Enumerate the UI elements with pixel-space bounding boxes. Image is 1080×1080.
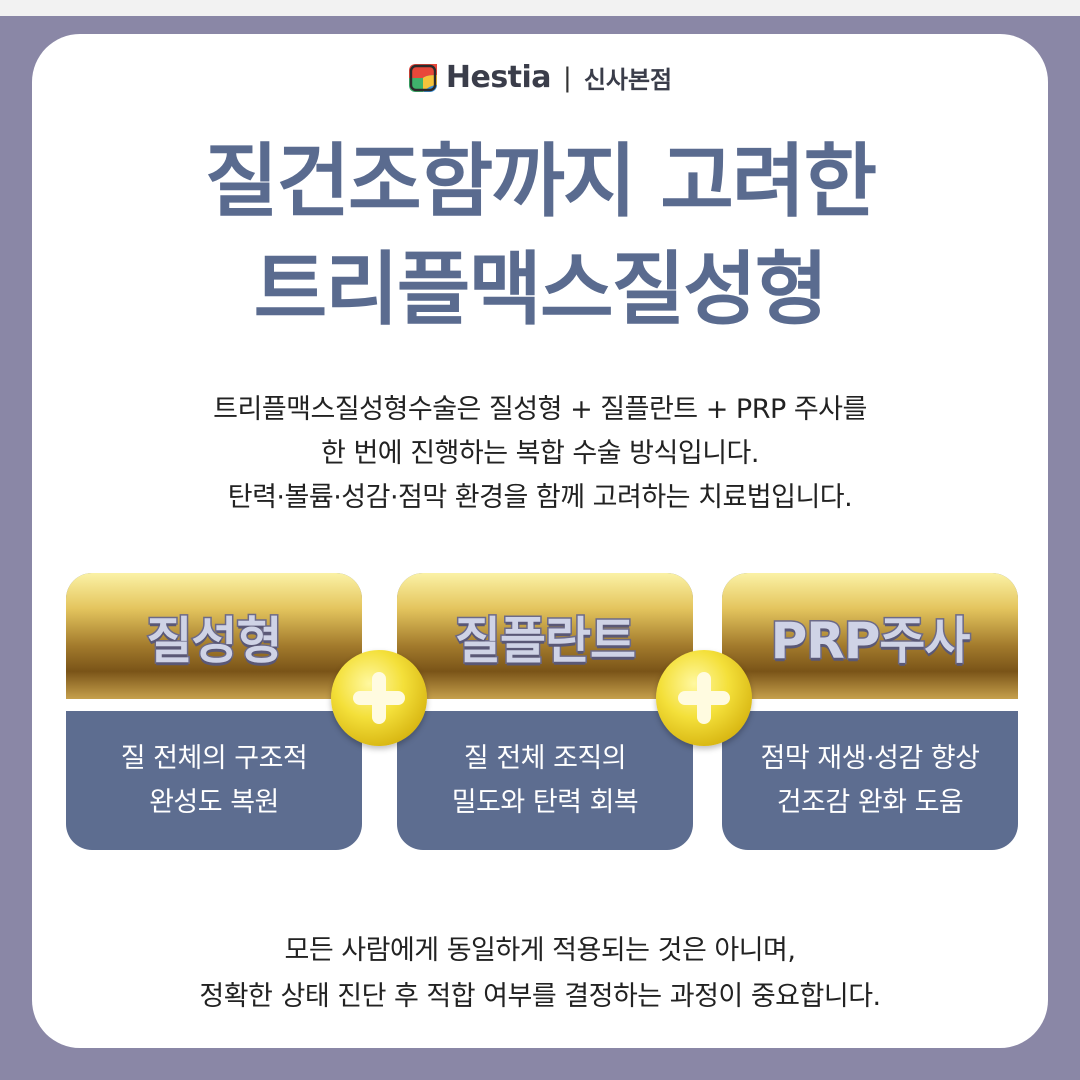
description-line-2: 한 번에 진행하는 복합 수술 방식입니다. <box>321 438 759 469</box>
headline-line-2: 트리플맥스질성형 <box>253 243 829 336</box>
treatment-body: 질 전체 조직의 밀도와 탄력 회복 <box>397 711 693 850</box>
plus-connector-1 <box>331 650 427 746</box>
treatment-card-header <box>66 573 362 699</box>
treatment-card-vaginoplasty: 질성형 질 전체의 구조적 완성도 복원 <box>66 573 362 850</box>
content-card <box>32 34 1048 1048</box>
hestia-logo-icon <box>408 63 437 92</box>
footer-note: 모든 사람에게 동일하게 적용되는 것은 아니며, 정확한 상태 진단 후 적합… <box>0 928 1080 1020</box>
treatment-title: 질성형 <box>145 611 284 672</box>
treatment-body-line-1: 질 전체의 구조적 <box>120 742 308 774</box>
treatment-title: PRP주사 <box>769 611 972 672</box>
treatment-card-implant: 질플란트 질 전체 조직의 밀도와 탄력 회복 <box>397 573 693 850</box>
treatment-body-line-1: 점막 재생·성감 향상 <box>760 742 980 774</box>
treatment-body-line-1: 질 전체 조직의 <box>463 742 627 774</box>
footer-line-1: 모든 사람에게 동일하게 적용되는 것은 아니며, <box>284 935 796 966</box>
description: 트리플맥스질성형수술은 질성형 + 질플란트 + PRP 주사를 한 번에 진행… <box>0 388 1080 520</box>
treatment-body-line-2: 건조감 완화 도움 <box>776 786 964 818</box>
treatment-card-header <box>397 573 693 699</box>
brand-name: Hestia <box>445 60 552 95</box>
description-line-1: 트리플맥스질성형수술은 질성형 + 질플란트 + PRP 주사를 <box>213 394 867 425</box>
headline-line-1: 질건조함까지 고려한 <box>204 135 877 228</box>
plus-icon <box>353 672 405 724</box>
plus-icon <box>678 672 730 724</box>
treatment-body: 질 전체의 구조적 완성도 복원 <box>66 711 362 850</box>
treatment-card-header <box>722 573 1018 699</box>
treatment-card-prp: PRP주사 점막 재생·성감 향상 건조감 완화 도움 <box>722 573 1018 850</box>
description-line-3: 탄력·볼륨·성감·점막 환경을 함께 고려하는 치료법입니다. <box>227 482 853 513</box>
treatment-card-divider <box>722 699 1018 711</box>
brand-header: Hestia | 신사본점 <box>0 60 1080 95</box>
top-strip <box>0 0 1080 16</box>
plus-connector-2 <box>656 650 752 746</box>
brand-separator: | <box>563 62 572 93</box>
footer-line-2: 정확한 상태 진단 후 적합 여부를 결정하는 과정이 중요합니다. <box>199 981 881 1012</box>
treatment-title: 질플란트 <box>454 611 638 672</box>
treatment-body-line-2: 밀도와 탄력 회복 <box>451 786 639 818</box>
treatment-body-line-2: 완성도 복원 <box>149 786 279 818</box>
treatment-card-divider <box>397 699 693 711</box>
treatment-card-divider <box>66 699 362 711</box>
treatment-body: 점막 재생·성감 향상 건조감 완화 도움 <box>722 711 1018 850</box>
brand-branch: 신사본점 <box>583 66 673 94</box>
